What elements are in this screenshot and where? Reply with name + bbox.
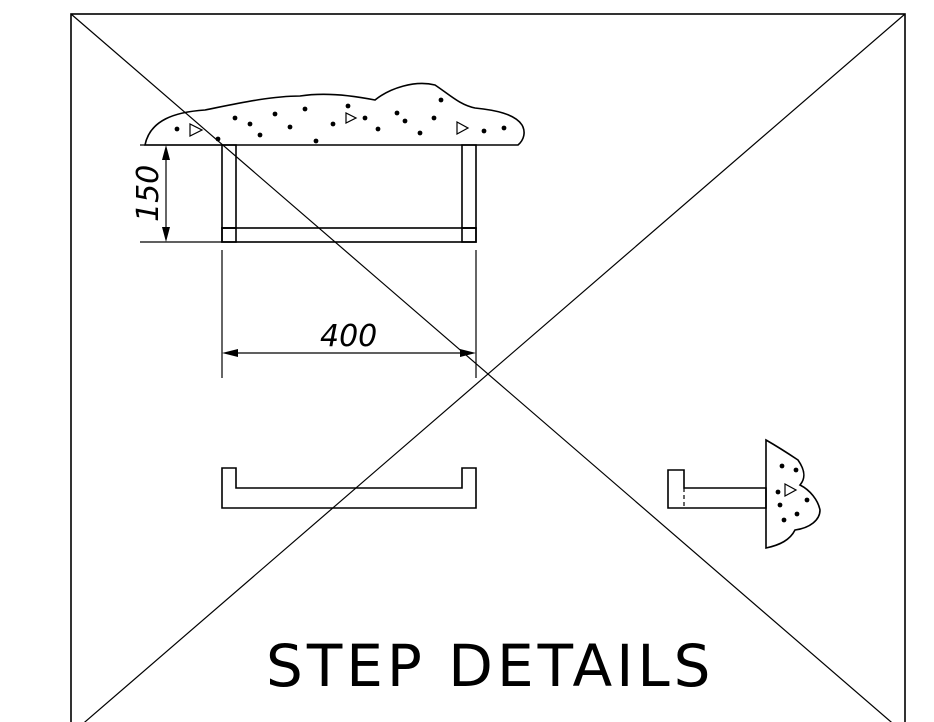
step-front-elevation: [221, 467, 477, 509]
dimension-height: 150: [131, 144, 222, 243]
width-dimension-label: 400: [320, 319, 377, 354]
step-tread-section: [221, 227, 477, 243]
aggregate-dots: [174, 97, 507, 144]
step-side-elevation: [667, 438, 821, 549]
drawing-frame: [70, 13, 906, 722]
dimension-width: 400: [221, 250, 477, 378]
aggregate-triangles: [189, 112, 470, 137]
height-dimension-label: 150: [131, 165, 166, 222]
concrete-section-top: [144, 82, 525, 146]
step-legs: [221, 144, 477, 229]
drawing-title: STEP DETAILS: [266, 632, 714, 700]
